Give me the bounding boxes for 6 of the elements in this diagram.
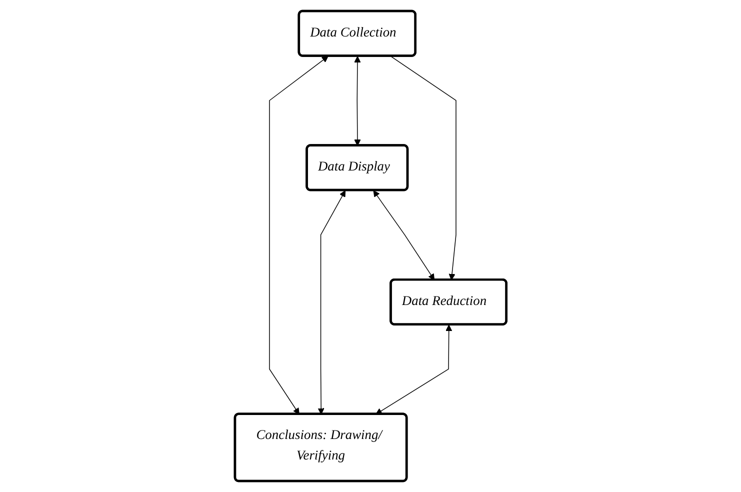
arrow <box>373 190 434 280</box>
arrow <box>268 56 328 415</box>
arrow <box>354 56 361 146</box>
arrow <box>318 190 346 415</box>
arrow <box>390 56 456 280</box>
arrow <box>375 324 452 415</box>
